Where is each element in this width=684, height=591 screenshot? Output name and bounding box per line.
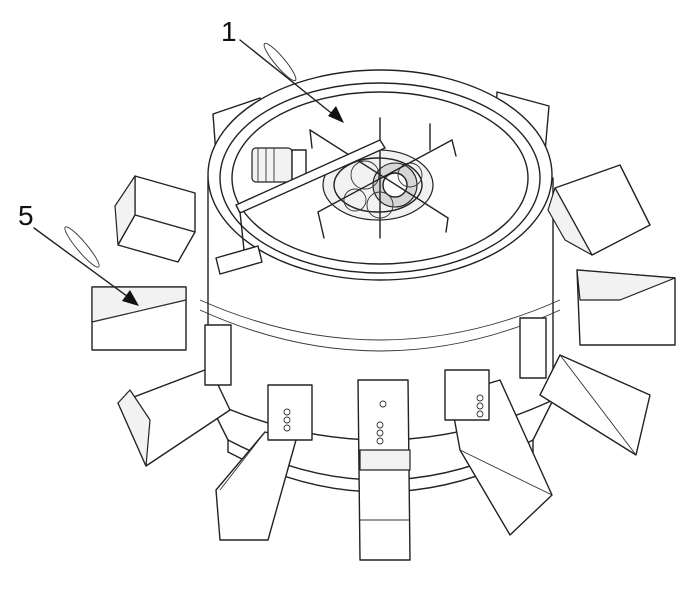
tray-right-3 xyxy=(576,269,676,346)
tray-left-2 xyxy=(91,286,187,351)
tray-front xyxy=(357,379,411,561)
callout-label-5: 5 xyxy=(18,200,34,231)
motor xyxy=(215,139,386,275)
tray-left-1 xyxy=(114,175,196,263)
arrowhead-1-icon xyxy=(328,106,344,123)
tray-right-2 xyxy=(539,354,651,456)
tray-right-4 xyxy=(547,164,651,256)
rotor-assembly xyxy=(309,117,457,239)
side-slots xyxy=(204,317,547,445)
arrowhead-5-icon xyxy=(122,290,139,306)
leader-1 xyxy=(239,39,344,123)
tray-left-3 xyxy=(117,367,231,467)
leader-5 xyxy=(33,226,139,306)
tray-left-4 xyxy=(215,431,297,541)
callout-label-1: 1 xyxy=(221,16,237,47)
